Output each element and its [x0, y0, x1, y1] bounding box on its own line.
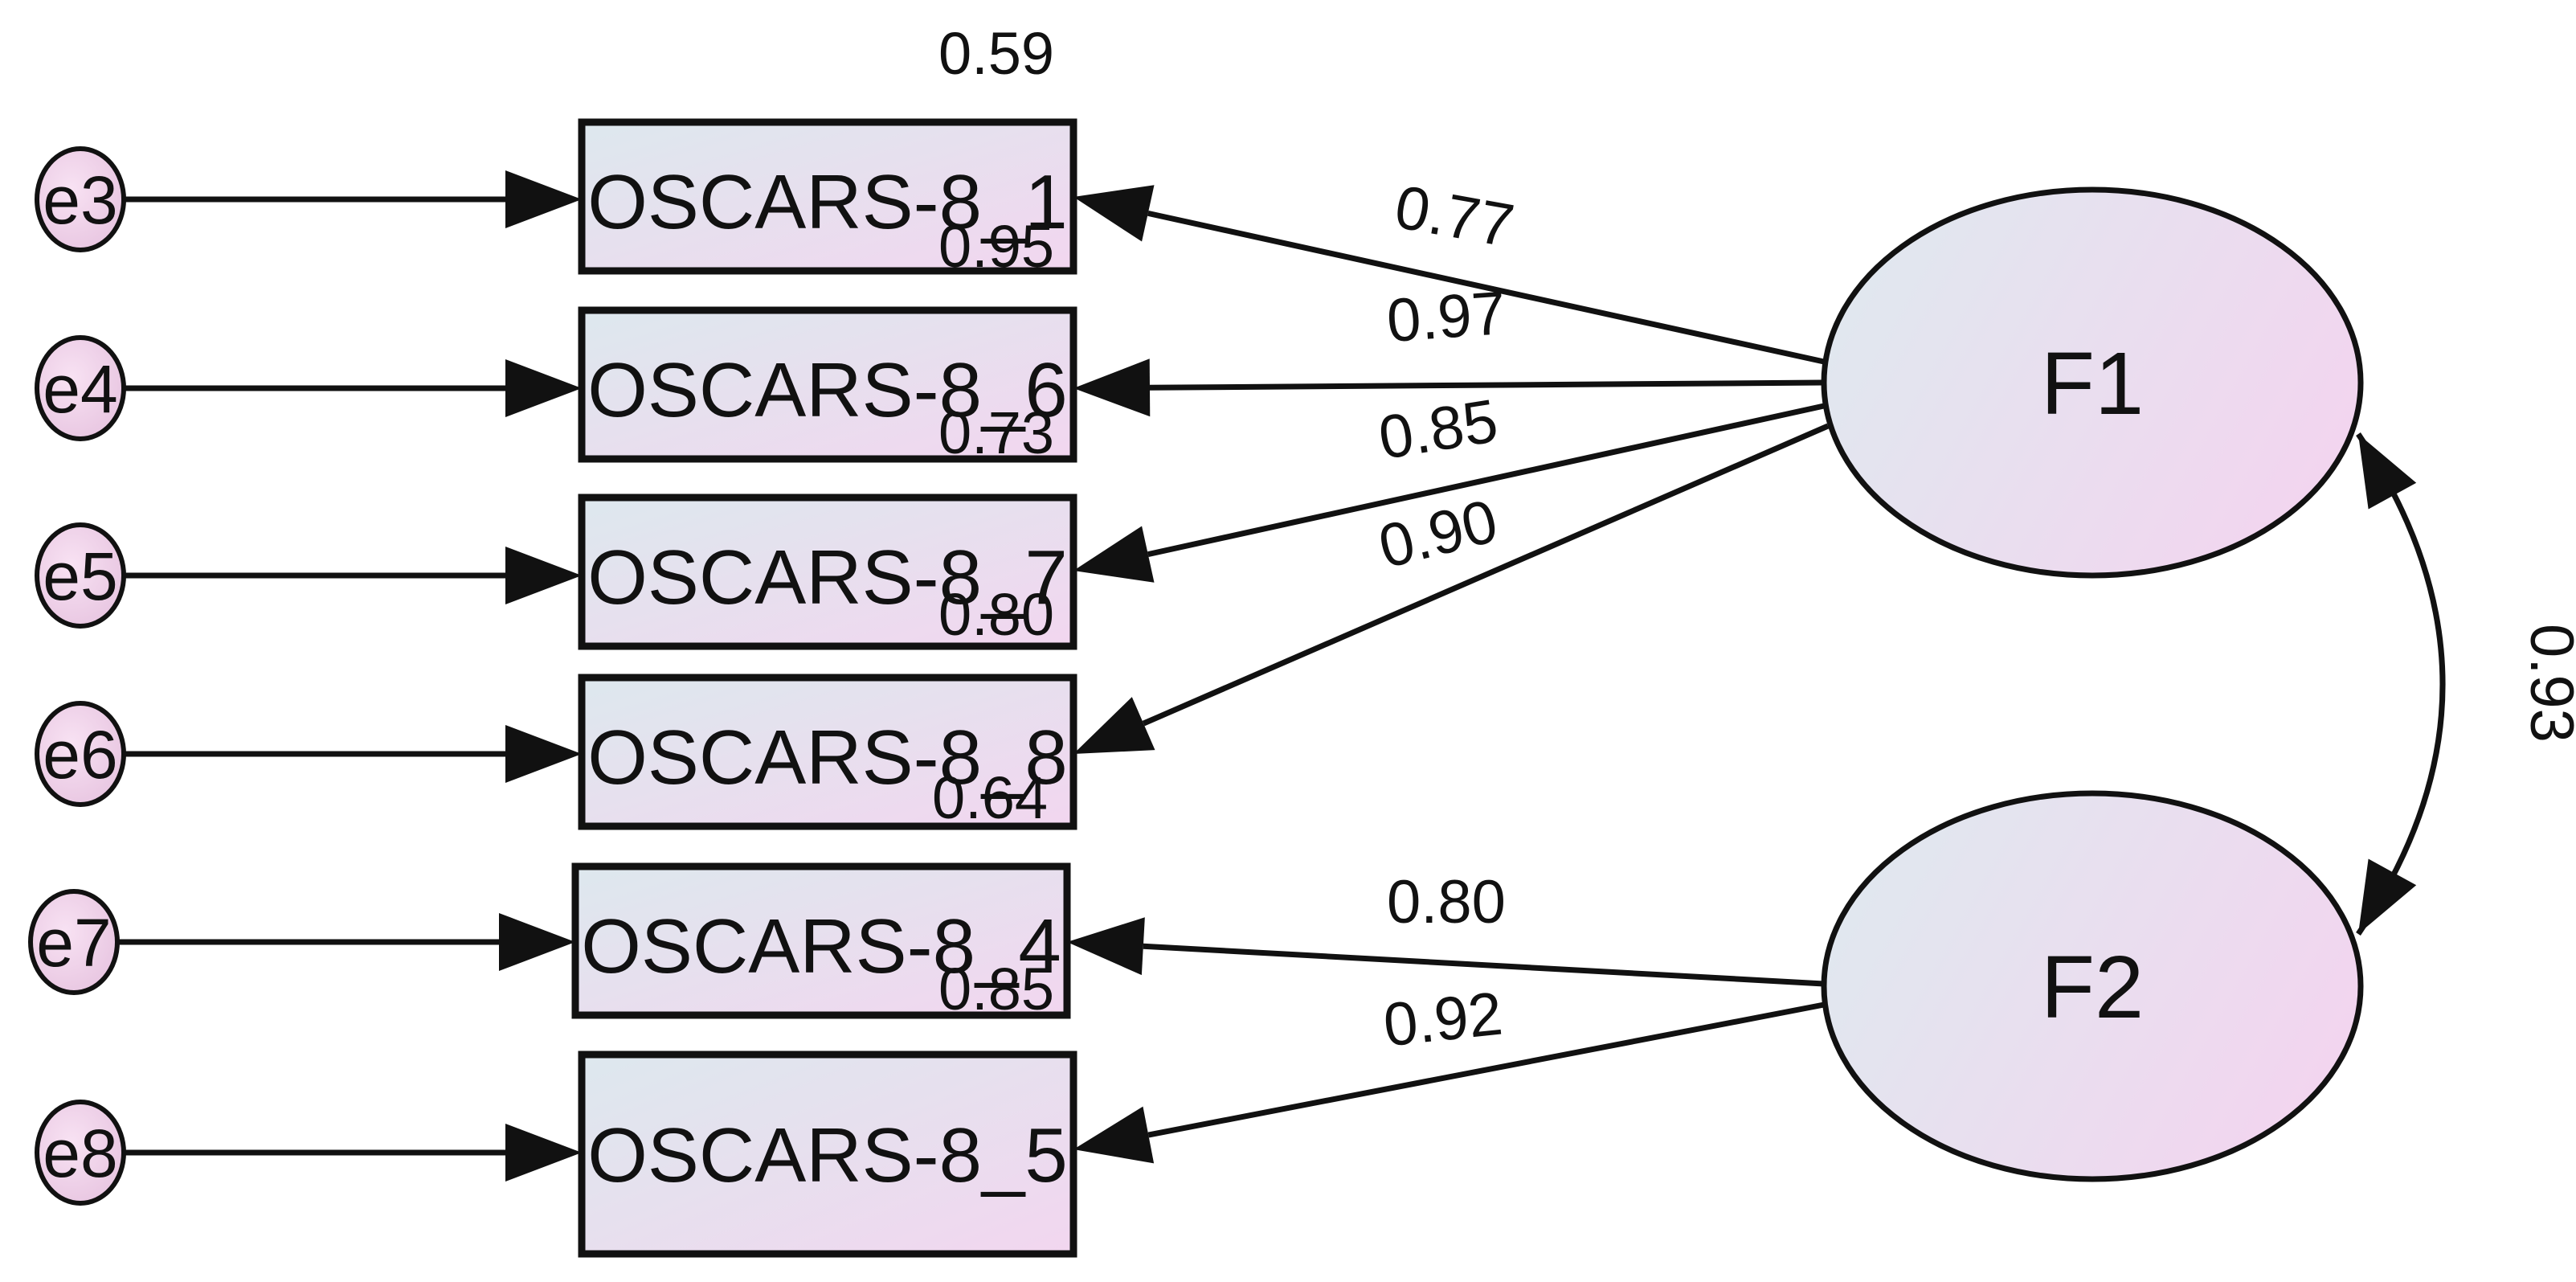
loading-arrow-f1-o8-arrowhead	[1073, 697, 1155, 754]
r2-label-oscars-8-6: 0.95	[938, 213, 1054, 280]
correlation-label-f1-f2: 0.93	[2517, 624, 2576, 743]
observed-variable-oscars-8-1: OSCARS-8_1	[578, 118, 1077, 275]
error-node-shape	[35, 522, 126, 629]
error-arrow-e3-arrowhead	[505, 170, 582, 228]
error-label-e5: e5	[43, 539, 117, 614]
loading-arrow-f1-o7	[1147, 403, 1825, 558]
latent-factor-f2: F2	[1821, 790, 2364, 1182]
observed-label: OSCARS-8_6	[587, 347, 1068, 433]
error-term-e3: e3	[35, 146, 126, 252]
error-arrow-e5-arrowhead	[505, 547, 582, 604]
correlation-arrowhead-f2	[2358, 858, 2417, 934]
edge-layer	[117, 170, 2446, 1182]
observed-label: OSCARS-8_5	[587, 1112, 1068, 1198]
observed-box	[578, 1051, 1077, 1258]
error-term-e8: e8	[35, 1100, 126, 1206]
loading-arrow-f2-o4	[1143, 943, 1825, 987]
observed-variable-oscars-8-5: OSCARS-8_5	[578, 1051, 1077, 1258]
correlation-arrowhead-f1	[2358, 434, 2417, 510]
error-label-e7: e7	[36, 905, 111, 981]
loading-arrow-f1-o1-arrowhead	[1073, 185, 1155, 242]
error-node-shape	[35, 701, 126, 807]
latent-label-f1: F1	[2041, 334, 2144, 433]
loading-arrow-f2-o5	[1147, 1001, 1825, 1138]
observed-label: OSCARS-8_1	[587, 159, 1068, 245]
observed-label: OSCARS-8_8	[587, 715, 1068, 801]
loading-label-f2-o4: 0.80	[1387, 868, 1506, 936]
latent-factor-f1: F1	[1821, 186, 2364, 579]
loading-arrow-f1-o7-arrowhead	[1073, 526, 1155, 583]
latent-ellipse	[1821, 790, 2364, 1182]
error-term-e6: e6	[35, 701, 126, 807]
loading-label-f1-o7: 0.85	[1374, 387, 1502, 473]
error-label-e4: e4	[43, 351, 117, 427]
error-label-e6: e6	[43, 717, 117, 793]
error-term-e4: e4	[35, 335, 126, 441]
loading-arrow-f2-o4-arrowhead	[1067, 917, 1145, 976]
error-node-shape	[35, 335, 126, 441]
loading-arrow-f2-o5-arrowhead	[1073, 1106, 1155, 1164]
observed-label: OSCARS-8_7	[587, 535, 1068, 621]
error-node-shape	[35, 1100, 126, 1206]
r2-label-oscars-8-8: 0.80	[938, 581, 1054, 648]
r2-label-oscars-8-5: 0.85	[938, 956, 1054, 1022]
error-arrow-e6-arrowhead	[505, 725, 582, 783]
observed-box	[578, 306, 1077, 463]
loading-label-f1-o6: 0.97	[1384, 279, 1507, 355]
error-node-shape	[28, 889, 120, 995]
observed-box	[578, 674, 1077, 830]
observed-variable-oscars-8-8: OSCARS-8_8	[578, 674, 1077, 830]
observed-box	[578, 118, 1077, 275]
loading-arrow-f1-o8	[1142, 423, 1830, 727]
latent-label-f2: F2	[2041, 938, 2144, 1037]
error-label-e3: e3	[43, 162, 117, 238]
observed-box	[571, 862, 1071, 1019]
error-arrow-e7-arrowhead	[499, 913, 575, 971]
error-arrow-e8-arrowhead	[505, 1124, 582, 1182]
r2-label-oscars-8-7: 0.73	[938, 399, 1054, 466]
error-node-shape	[35, 146, 126, 252]
loading-arrow-f1-o6-arrowhead	[1073, 358, 1151, 417]
error-arrow-e4-arrowhead	[505, 359, 582, 417]
observed-variable-oscars-8-4: OSCARS-8_4	[571, 862, 1071, 1019]
error-term-e7: e7	[28, 889, 120, 995]
loading-label-f2-o5: 0.92	[1380, 980, 1506, 1060]
r2-label-oscars-8-1: 0.59	[938, 20, 1054, 87]
latent-ellipse	[1821, 186, 2364, 579]
loading-label-f1-o1: 0.77	[1390, 173, 1519, 260]
observed-box	[578, 494, 1077, 650]
loading-arrow-f1-o1	[1147, 210, 1825, 365]
observed-variable-oscars-8-7: OSCARS-8_7	[578, 494, 1077, 650]
error-label-e8: e8	[43, 1116, 117, 1191]
observed-label: OSCARS-8_4	[581, 903, 1061, 989]
loading-arrow-f1-o6	[1149, 379, 1825, 391]
correlation-curve-f1-f2	[2356, 432, 2446, 936]
error-term-e5: e5	[35, 522, 126, 629]
r2-label-oscars-8-4: 0.64	[932, 764, 1048, 831]
observed-variable-oscars-8-6: OSCARS-8_6	[578, 306, 1077, 463]
